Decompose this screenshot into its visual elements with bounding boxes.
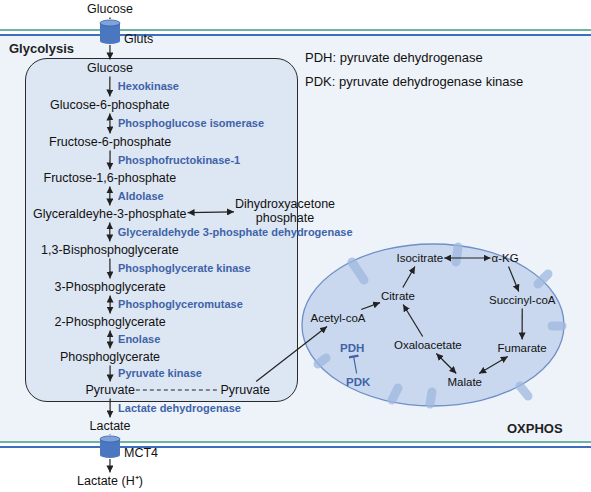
metabolite: Pyruvate: [221, 383, 270, 398]
metabolite: Succinyl-coA: [489, 293, 555, 308]
metabolite: Citrate: [381, 289, 415, 304]
cytoplasm: [0, 36, 591, 441]
enzyme-label: Enolase: [118, 333, 160, 346]
metabolite: Fructose-6-phosphate: [49, 135, 171, 150]
enzyme-label: Lactate dehydrogenase: [118, 402, 241, 415]
membrane-line: [0, 446, 591, 448]
heading-label: Gluts: [124, 32, 153, 47]
enzyme-label: Phosphoglucose isomerase: [118, 117, 264, 130]
enzyme-label: Hexokinase: [118, 80, 179, 93]
transporter: MCT4: [100, 436, 120, 458]
reaction-arrow: [109, 459, 110, 473]
node-text: 2-Phosphoglycerate: [55, 315, 166, 330]
node-text: 3-Phosphoglycerate: [55, 280, 166, 295]
transporter: Gluts: [100, 20, 120, 44]
reaction-arrow: [109, 18, 110, 20]
enzyme-label: Aldolase: [118, 190, 164, 203]
membrane-line: [0, 29, 591, 31]
node-text: Fructose-6-phosphate: [49, 135, 171, 150]
crista: [520, 386, 528, 396]
mitochondrion: OXPHOSAcetyl-coACitrateIsocitrateα-KGSuc…: [301, 243, 565, 407]
enzyme-label: Phosphoglyceromutase: [118, 298, 243, 311]
heading-label: OXPHOS: [507, 421, 563, 436]
heading-label: MCT4: [124, 446, 158, 461]
node-text: Isocitrate: [397, 251, 444, 266]
node-text: Lactate: [90, 419, 131, 434]
metabolite: 1,3-Bisphosphoglycerate: [41, 243, 179, 258]
node-text: Lactate (H⁺): [77, 474, 143, 489]
node-text: Citrate: [381, 289, 415, 304]
node-text: 1,3-Bisphosphoglycerate: [41, 243, 179, 258]
metabolite: Glucose: [87, 61, 133, 76]
node-text: Glucose: [87, 61, 133, 76]
enzyme-name: PDH: [340, 341, 364, 356]
outer-membrane: [302, 244, 564, 406]
abbreviation-note: PDH: pyruvate dehydrogenase: [305, 50, 483, 66]
reaction-arrow: [109, 434, 110, 436]
node-text: PDK: [346, 375, 370, 390]
enzyme-label: Glyceraldehyde 3-phosphate dehydrogenase: [118, 226, 353, 239]
metabolite: Pyruvate: [86, 383, 135, 398]
metabolite: Acetyl-coA: [311, 311, 366, 326]
node-text: Dihydroxyacetone phosphate: [235, 197, 335, 225]
metabolite: Fumarate: [498, 341, 547, 356]
metabolite: Phosphoglycerate: [60, 350, 160, 365]
node-text: α-KG: [492, 251, 519, 266]
metabolite: 2-Phosphoglycerate: [55, 315, 166, 330]
node-text: Pyruvate: [86, 383, 135, 398]
metabolite: Dihydroxyacetone phosphate: [235, 197, 335, 225]
transporter-cap: [100, 436, 120, 442]
node-text: Fructose-1,6-phosphate: [44, 171, 177, 186]
metabolite: Glucose-6-phosphate: [50, 98, 170, 113]
node-text: Malate: [448, 375, 483, 390]
node-text: Oxaloacetate: [394, 338, 462, 353]
metabolite: Fructose-1,6-phosphate: [44, 171, 177, 186]
metabolite: α-KG: [492, 251, 519, 266]
node-text: Acetyl-coA: [311, 311, 366, 326]
node-text: Glucose-6-phosphate: [50, 98, 170, 113]
metabolite: Isocitrate: [397, 251, 444, 266]
transporter-cap: [100, 20, 120, 26]
enzyme-label: Phosphofructokinase-1: [118, 154, 240, 167]
enzyme-name: PDK: [346, 375, 370, 390]
metabolite: Glyceraldeyhe-3-phosphate: [33, 207, 187, 222]
transporter-symbol: [100, 20, 120, 44]
membrane-line: [0, 34, 591, 36]
enzyme-label: Phosphoglycerate kinase: [118, 262, 251, 275]
transporter-symbol: [100, 436, 120, 458]
node-text: Phosphoglycerate: [60, 350, 160, 365]
node-text: Pyruvate: [221, 383, 270, 398]
node-text: PDH: [340, 341, 364, 356]
metabolite: Malate: [448, 375, 483, 390]
membrane-line: [0, 441, 591, 443]
transporter-cap: [100, 452, 120, 458]
heading-label: Glycolysis: [9, 41, 74, 56]
transporter-cap: [100, 38, 120, 44]
node-text: Fumarate: [498, 341, 547, 356]
metabolite: Glucose: [87, 2, 133, 17]
node-text: Glyceraldeyhe-3-phosphate: [33, 207, 187, 222]
abbreviation-note: PDK: pyruvate dehydrogenase kinase: [305, 74, 523, 90]
enzyme-label: Pyruvate kinase: [118, 367, 202, 380]
metabolite: Lactate (H⁺): [77, 474, 143, 489]
metabolite: 3-Phosphoglycerate: [55, 280, 166, 295]
mitochondrion-outline: [301, 243, 565, 407]
node-text: Succinyl-coA: [489, 293, 555, 308]
metabolite: Lactate: [90, 419, 131, 434]
metabolite: Oxaloacetate: [394, 338, 462, 353]
node-text: Glucose: [87, 2, 133, 17]
